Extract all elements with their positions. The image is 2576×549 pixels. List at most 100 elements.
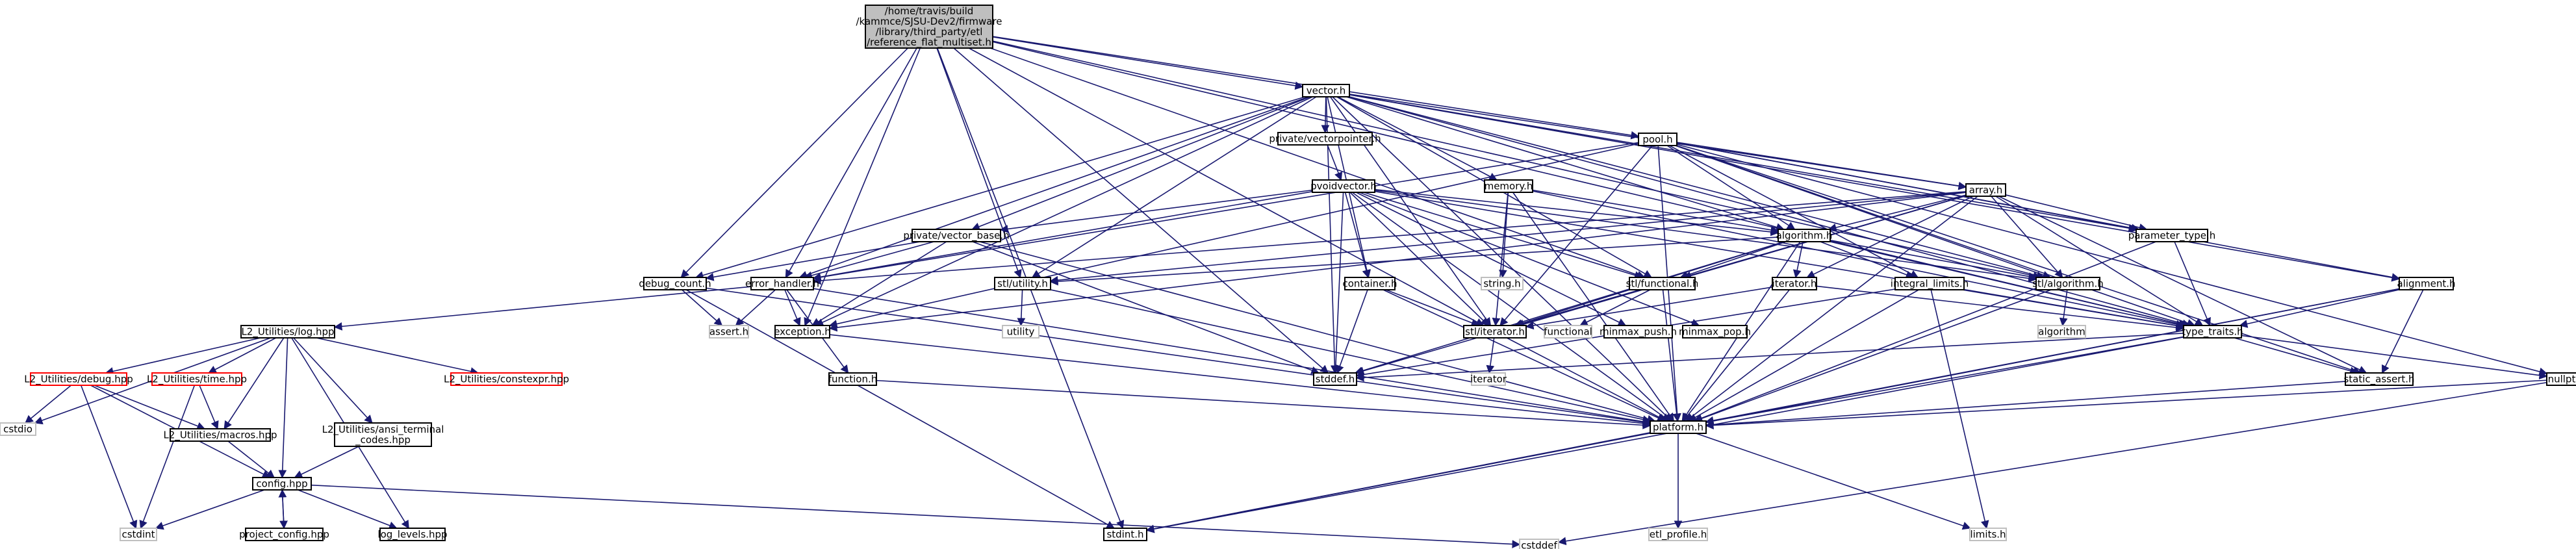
node-parameter_type[interactable]: parameter_type.h <box>2128 229 2215 242</box>
node-label: exception.h <box>774 326 831 338</box>
node-stl_iterator[interactable]: stl/iterator.h <box>1463 325 1527 338</box>
node-vector[interactable]: vector.h <box>1302 84 1350 97</box>
node-label: integral_limits.h <box>1891 278 1969 290</box>
edge-debug_hpp-to-cstdint <box>80 385 138 530</box>
edge-log_hpp-to-constexpr_hpp <box>316 337 479 376</box>
node-type_traits[interactable]: type_traits.h <box>2182 325 2243 338</box>
node-label: cstdint <box>121 529 155 541</box>
node-minmax_push[interactable]: minmax_push.h <box>1600 325 1677 338</box>
edge-macros_hpp-to-config_hpp <box>227 440 275 478</box>
edge-algorithm-to-integral_limits <box>1820 241 1915 279</box>
node-memory[interactable]: memory.h <box>1484 179 1533 193</box>
node-label: limits.h <box>1970 529 2006 541</box>
node-label: cstddef <box>1521 540 1557 549</box>
edge-pvoidvector-to-algorithm <box>1374 188 1779 236</box>
node-label: iterator <box>1470 374 1507 385</box>
node-time_hpp[interactable]: L2_Utilities/time.hpp <box>147 372 247 386</box>
edge-root-to-error_handler <box>785 47 917 279</box>
edge-vector-to-algorithm <box>1346 96 1785 231</box>
node-constexpr_hpp[interactable]: L2_Utilities/constexpr.hpp <box>444 372 569 386</box>
node-cstddef[interactable]: cstddef <box>1519 539 1559 549</box>
node-private_vector_base[interactable]: private/vector_base.h <box>903 229 1010 242</box>
node-box <box>2035 277 2100 290</box>
node-box <box>1313 372 1357 386</box>
node-platform[interactable]: platform.h <box>1650 420 1707 434</box>
node-stl_utility[interactable]: stl/utility.h <box>994 277 1051 290</box>
node-utility[interactable]: utility <box>1002 325 1039 338</box>
node-functional[interactable]: functional <box>1544 325 1592 338</box>
edge-container-to-stl_iterator <box>1385 289 1480 327</box>
edge-private_vector_base-to-debug_count <box>705 241 921 281</box>
node-iterator[interactable]: iterator.h <box>1772 277 1817 290</box>
node-algorithm[interactable]: algorithm.h <box>1776 229 1833 242</box>
node-function[interactable]: function.h <box>828 372 878 386</box>
node-alignment[interactable]: alignment.h <box>2397 277 2456 290</box>
edge-vector-to-memory <box>1337 96 1498 181</box>
edge-time_hpp-to-cstdint <box>139 385 196 530</box>
node-stl_functional[interactable]: stl/functional.h <box>1626 277 1699 290</box>
node-box <box>2183 325 2242 338</box>
edge-log_hpp-to-ansi_hpp <box>293 337 373 424</box>
edge-root-to-stl_utility <box>936 47 1022 279</box>
node-box <box>1969 528 2007 541</box>
node-root[interactable]: /home/travis/build/kammce/SJSU-Dev2/firm… <box>856 5 1002 49</box>
edge-pvoidvector-to-container <box>1344 192 1371 279</box>
node-log_hpp[interactable]: L2_Utilities/log.hpp <box>240 325 335 338</box>
node-array[interactable]: array.h <box>1965 183 2006 197</box>
node-label: private/vector_base.h <box>903 230 1009 242</box>
edge-array-to-stl_utility <box>1049 191 1967 285</box>
node-box <box>1650 420 1707 434</box>
node-log_levels[interactable]: log_levels.hpp <box>377 528 448 541</box>
node-layer: /home/travis/build/kammce/SJSU-Dev2/firm… <box>0 5 2576 549</box>
node-exception[interactable]: exception.h <box>774 325 831 338</box>
edge-pool-to-alignment <box>1676 142 2401 281</box>
node-label: utility <box>1007 326 1035 338</box>
edge-debug_count-to-assert <box>682 289 723 326</box>
node-private_vectorpointer[interactable]: private/vectorpointer.h <box>1269 132 1381 146</box>
node-pvoidvector[interactable]: pvoidvector.h <box>1310 179 1377 193</box>
edge-pool-to-type_traits <box>1675 145 2196 327</box>
edge-algorithm-to-type_traits <box>1830 241 2187 328</box>
node-box <box>1778 229 1831 242</box>
node-label: L2_Utilities/log.hpp <box>241 326 334 338</box>
node-iterator_sys[interactable]: iterator <box>1470 372 1507 386</box>
node-error_handler[interactable]: error_handler.h <box>745 277 819 290</box>
node-container[interactable]: container.h <box>1343 277 1397 290</box>
node-box <box>643 277 707 290</box>
node-config_hpp[interactable]: config.hpp <box>252 477 312 491</box>
node-debug_count[interactable]: debug_count.h <box>639 277 711 290</box>
node-static_assert[interactable]: static_assert.h <box>2343 372 2415 386</box>
node-stl_algorithm[interactable]: stl/algorithm.h <box>2032 277 2104 290</box>
node-pool[interactable]: pool.h <box>1638 133 1677 146</box>
edge-iterator-to-platform <box>1682 289 1790 422</box>
node-box <box>1002 325 1039 338</box>
edge-alignment-to-static_assert <box>2381 289 2424 374</box>
node-box <box>1277 132 1373 146</box>
edge-algorithm-to-iterator <box>1792 241 1804 279</box>
edge-vector-to-stl_algorithm <box>1349 96 2045 280</box>
node-nullptr[interactable]: nullptr.h <box>2546 372 2576 386</box>
node-cstdint[interactable]: cstdint <box>120 528 157 541</box>
node-minmax_pop[interactable]: minmax_pop.h <box>1679 325 1751 338</box>
node-string[interactable]: string.h <box>1481 277 1524 290</box>
node-debug_hpp[interactable]: L2_Utilities/debug.hpp <box>24 372 133 386</box>
node-integral_limits[interactable]: integral_limits.h <box>1891 277 1969 290</box>
node-limits[interactable]: limits.h <box>1969 528 2007 541</box>
edge-pvoidvector-to-error_handler <box>812 191 1313 281</box>
node-box <box>334 422 432 447</box>
node-cstdio[interactable]: cstdio <box>0 422 36 436</box>
node-assert[interactable]: assert.h <box>709 325 749 338</box>
edge-algorithm-to-stddef <box>1354 241 1785 375</box>
node-project_config[interactable]: project_config.hpp <box>239 528 329 541</box>
node-label: etl_profile.h <box>1650 529 1707 541</box>
node-stdint[interactable]: stdint.h <box>1103 528 1147 541</box>
node-box <box>1965 183 2006 197</box>
node-algorithm_sys[interactable]: algorithm <box>2037 325 2086 338</box>
node-etl_profile[interactable]: etl_profile.h <box>1648 528 1708 541</box>
node-macros_hpp[interactable]: L2_Utilities/macros.hpp <box>163 428 277 442</box>
node-stddef[interactable]: stddef.h <box>1313 372 1357 386</box>
edge-private_vector_base-to-stddef <box>972 241 1320 374</box>
edge-pool-to-array <box>1676 142 1967 190</box>
node-ansi_hpp[interactable]: L2_Utilities/ansi_terminal_codes.hpp <box>322 422 444 447</box>
edge-iterator-to-type_traits <box>1816 285 2185 332</box>
